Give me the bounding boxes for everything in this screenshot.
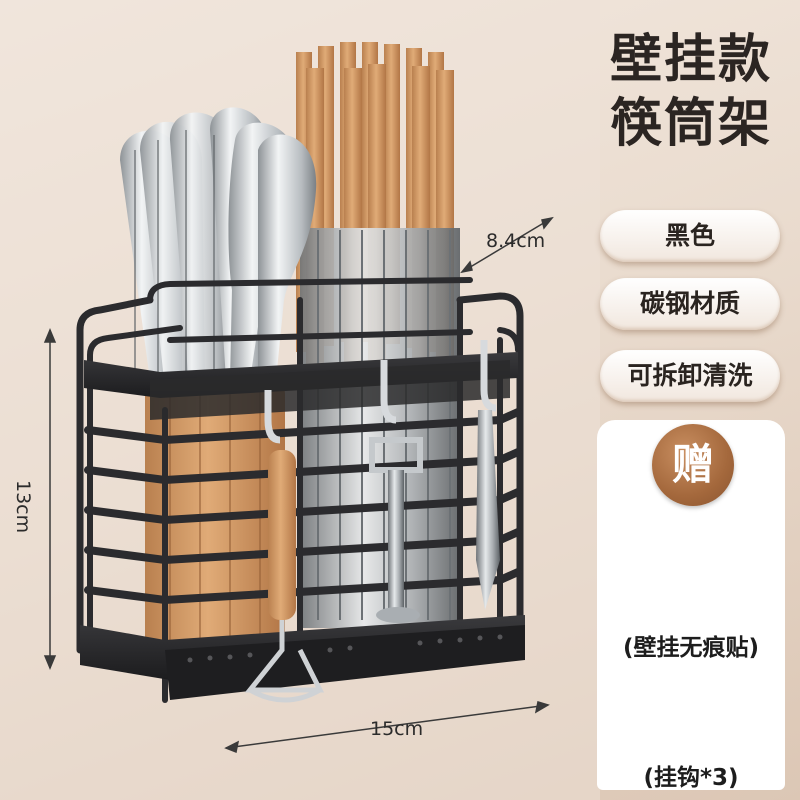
gift-badge: 赠 <box>652 424 734 506</box>
feature-pill-washable: 可拆卸清洗 <box>600 350 780 402</box>
width-dimension: 15cm <box>370 718 424 740</box>
gift-hooks-label: (挂钩*3) <box>643 765 739 791</box>
product-title: 壁挂款 筷筒架 <box>596 28 786 156</box>
title-line-1: 壁挂款 <box>609 30 772 90</box>
tray-holes <box>187 634 503 663</box>
depth-dimension: 8.4cm <box>486 230 546 252</box>
height-dimension: 13cm <box>12 480 34 534</box>
feature-pill-color: 黑色 <box>600 210 780 262</box>
hanging-tools <box>244 340 500 703</box>
dimension-lines <box>43 216 554 754</box>
rack-frame <box>76 277 524 703</box>
gift-sticker-label: (壁挂无痕贴) <box>622 635 760 661</box>
title-line-2: 筷筒架 <box>609 94 772 154</box>
feature-pill-material: 碳钢材质 <box>600 278 780 330</box>
